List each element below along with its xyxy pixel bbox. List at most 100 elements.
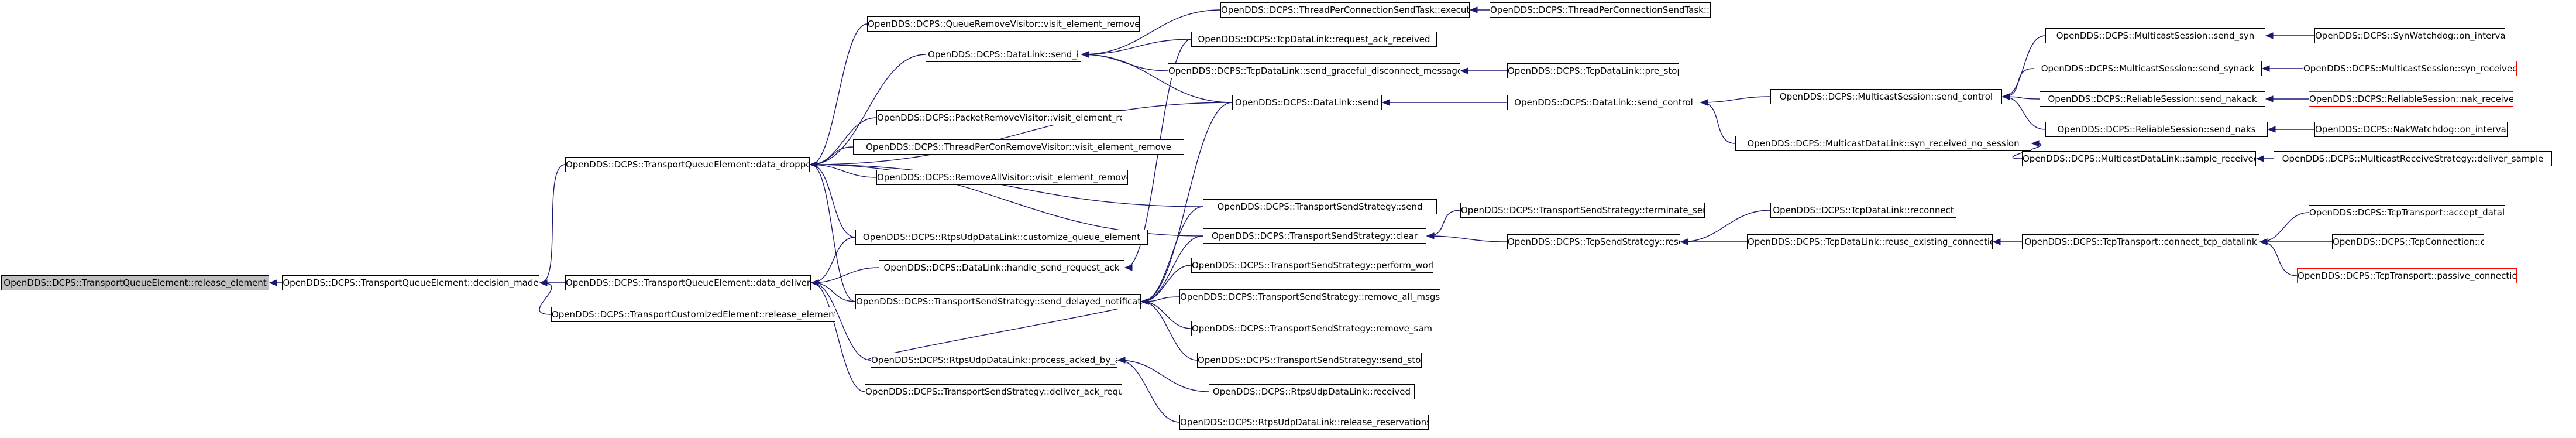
graph-node-rtpsrr[interactable]: OpenDDS::DCPS::RtpsUdpDataLink::release_… [1179, 415, 1429, 430]
graph-edge-arrowhead [1460, 67, 1468, 74]
graph-edge [1141, 206, 1203, 302]
graph-node-tsswork[interactable]: OpenDDS::DCPS::TransportSendStrategy::pe… [1191, 258, 1433, 273]
graph-edge-arrowhead [1700, 99, 1708, 106]
graph-edge-arrowhead [1124, 264, 1133, 271]
graph-node-synwd[interactable]: OpenDDS::DCPS::SynWatchdog::on_interval [2314, 28, 2505, 43]
graph-node-custq[interactable]: OpenDDS::DCPS::RtpsUdpDataLink::customiz… [855, 230, 1148, 245]
graph-edge [810, 164, 1203, 207]
graph-edge [810, 164, 856, 302]
graph-node-mssyn[interactable]: OpenDDS::DCPS::MulticastSession::send_sy… [2045, 28, 2265, 43]
graph-node-prestop[interactable]: OpenDDS::DCPS::TcpDataLink::pre_stop_i [1507, 63, 1679, 78]
graph-node-tssclear[interactable]: OpenDDS::DCPS::TransportSendStrategy::cl… [1203, 228, 1426, 244]
graph-edge-arrowhead [2267, 126, 2276, 133]
graph-edge [1141, 102, 1233, 302]
graph-edge [1118, 360, 1180, 423]
graph-edge-arrowhead [2001, 93, 2010, 100]
graph-node-tcpreq[interactable]: OpenDDS::DCPS::TcpDataLink::request_ack_… [1191, 32, 1437, 47]
graph-node-pabai[interactable]: OpenDDS::DCPS::RtpsUdpDataLink::process_… [871, 353, 1117, 368]
graph-node-dropped[interactable]: OpenDDS::DCPS::TransportQueueElement::da… [565, 157, 810, 172]
graph-edge-arrowhead [1140, 298, 1149, 305]
graph-node-root: OpenDDS::DCPS::TransportQueueElement::re… [1, 275, 269, 290]
graph-node-mrsdeliver[interactable]: OpenDDS::DCPS::MulticastReceiveStrategy:… [2274, 151, 2552, 166]
graph-node-tssrs[interactable]: OpenDDS::DCPS::TransportSendStrategy::re… [1191, 321, 1432, 336]
graph-edge [811, 237, 856, 283]
graph-node-tssstop[interactable]: OpenDDS::DCPS::TransportSendStrategy::se… [1197, 353, 1422, 368]
graph-edge [1082, 54, 1233, 103]
graph-node-tcppassive[interactable]: OpenDDS::DCPS::TcpTransport::passive_con… [2297, 268, 2517, 283]
graph-node-tsssend[interactable]: OpenDDS::DCPS::TransportSendStrategy::se… [1203, 199, 1437, 214]
graph-edge [2260, 212, 2309, 242]
graph-edge-arrowhead [1081, 51, 1089, 58]
graph-edge [810, 54, 926, 165]
graph-edge-arrowhead [2259, 238, 2268, 245]
graph-edge [811, 282, 871, 361]
graph-node-rav[interactable]: OpenDDS::DCPS::RemoveAllVisitor::visit_e… [876, 170, 1128, 185]
graph-edge [810, 164, 877, 178]
graph-edge [540, 164, 566, 283]
graph-edge [2003, 35, 2046, 97]
graph-node-rsnaks[interactable]: OpenDDS::DCPS::ReliableSession::send_nak… [2045, 122, 2268, 137]
graph-edge-arrowhead [2265, 32, 2274, 39]
graph-edge [1141, 301, 1192, 329]
graph-node-tpcrv[interactable]: OpenDDS::DCPS::ThreadPerConRemoveVisitor… [853, 139, 1184, 155]
graph-edge-arrowhead [539, 279, 548, 286]
graph-node-tcpopen[interactable]: OpenDDS::DCPS::TcpConnection::open [2332, 234, 2484, 249]
graph-edge-arrowhead [1680, 238, 1688, 245]
graph-node-customized[interactable]: OpenDDS::DCPS::TransportCustomizedElemen… [551, 307, 835, 322]
graph-node-dlsend[interactable]: OpenDDS::DCPS::DataLink::send [1232, 95, 1382, 110]
graph-node-tcpreconnect[interactable]: OpenDDS::DCPS::TcpDataLink::reconnect [1770, 203, 1956, 218]
graph-node-tssterm[interactable]: OpenDDS::DCPS::TransportSendStrategy::te… [1460, 203, 1705, 218]
graph-edge-arrowhead [1381, 99, 1390, 106]
graph-edge-arrowhead [2261, 65, 2270, 72]
graph-node-mdlsyn[interactable]: OpenDDS::DCPS::MulticastDataLink::syn_re… [1735, 136, 2031, 151]
graph-node-qrv[interactable]: OpenDDS::DCPS::QueueRemoveVisitor::visit… [867, 16, 1140, 32]
graph-edge [1141, 301, 1198, 361]
graph-node-mssendctl[interactable]: OpenDDS::DCPS::MulticastSession::send_co… [1770, 89, 2002, 104]
graph-node-prv[interactable]: OpenDDS::DCPS::PacketRemoveVisitor::visi… [876, 110, 1122, 125]
graph-node-delivered[interactable]: OpenDDS::DCPS::TransportQueueElement::da… [565, 275, 811, 290]
graph-node-nakwd[interactable]: OpenDDS::DCPS::NakWatchdog::on_interval [2314, 122, 2508, 137]
graph-node-tssram[interactable]: OpenDDS::DCPS::TransportSendStrategy::re… [1179, 289, 1440, 304]
graph-node-tcpssreset[interactable]: OpenDDS::DCPS::TcpSendStrategy::reset [1507, 234, 1680, 249]
graph-edge [811, 267, 879, 283]
graph-edge [1681, 210, 1771, 242]
graph-edge-arrowhead [1992, 238, 2001, 245]
graph-node-sendi[interactable]: OpenDDS::DCPS::DataLink::send_i [926, 47, 1081, 62]
graph-node-tcptconn[interactable]: OpenDDS::DCPS::TcpTransport::connect_tcp… [2022, 234, 2259, 249]
graph-edge [1141, 235, 1203, 302]
graph-edge [868, 301, 1145, 361]
graph-edge [810, 102, 1233, 165]
graph-edge-arrowhead [810, 279, 819, 286]
graph-edge [811, 282, 865, 392]
graph-edge [810, 23, 868, 165]
graph-node-tcpaccept[interactable]: OpenDDS::DCPS::TcpTransport::accept_data… [2309, 205, 2505, 220]
graph-node-sendctl[interactable]: OpenDDS::DCPS::DataLink::send_control [1507, 95, 1700, 110]
graph-edge-arrowhead [269, 279, 277, 286]
graph-node-tcpsgd[interactable]: OpenDDS::DCPS::TcpDataLink::send_gracefu… [1168, 63, 1460, 78]
graph-edge [1118, 360, 1209, 392]
graph-node-mssynack[interactable]: OpenDDS::DCPS::MulticastSession::send_sy… [2034, 61, 2262, 76]
graph-edge [810, 164, 856, 238]
graph-edge [1701, 96, 1771, 103]
graph-edge [810, 117, 877, 165]
graph-edge [1427, 235, 1508, 242]
graph-node-decision[interactable]: OpenDDS::DCPS::TransportQueueElement::de… [282, 275, 539, 290]
graph-node-rsnakack[interactable]: OpenDDS::DCPS::ReliableSession::send_nak… [2040, 91, 2265, 107]
graph-node-dar[interactable]: OpenDDS::DCPS::TransportSendStrategy::de… [865, 384, 1122, 399]
graph-edge [539, 282, 552, 315]
graph-node-tpcsvc[interactable]: OpenDDS::DCPS::ThreadPerConnectionSendTa… [1490, 2, 1711, 18]
graph-node-rsnakrecv[interactable]: OpenDDS::DCPS::ReliableSession::nak_rece… [2309, 91, 2513, 107]
graph-node-tcpreuse[interactable]: OpenDDS::DCPS::TcpDataLink::reuse_existi… [1747, 234, 1993, 249]
graph-node-tpcexec[interactable]: OpenDDS::DCPS::ThreadPerConnectionSendTa… [1220, 2, 1470, 18]
graph-node-sdn[interactable]: OpenDDS::DCPS::TransportSendStrategy::se… [855, 294, 1141, 309]
graph-edge-arrowhead [1469, 6, 1478, 13]
graph-node-hsack[interactable]: OpenDDS::DCPS::DataLink::handle_send_req… [879, 260, 1124, 275]
graph-node-mssynrecv[interactable]: OpenDDS::DCPS::MulticastSession::syn_rec… [2303, 61, 2517, 76]
graph-edge-arrowhead [2255, 155, 2264, 162]
graph-node-rtpsrecv[interactable]: OpenDDS::DCPS::RtpsUdpDataLink::received [1209, 384, 1415, 399]
graph-node-mdlsample[interactable]: OpenDDS::DCPS::MulticastDataLink::sample… [2022, 151, 2256, 166]
graph-edge-arrowhead [1117, 357, 1126, 364]
graph-edge [2260, 241, 2298, 276]
